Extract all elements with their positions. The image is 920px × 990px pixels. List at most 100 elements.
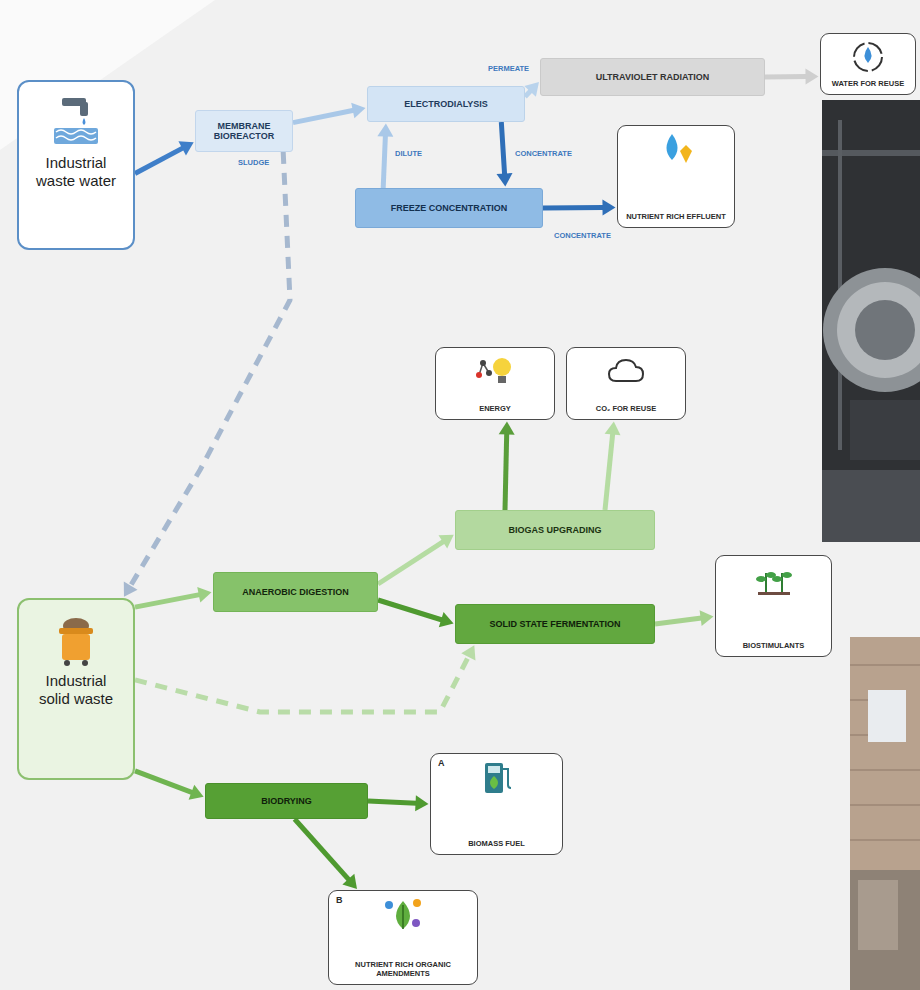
molecule-atom bbox=[486, 370, 492, 376]
water-drop bbox=[83, 118, 86, 125]
plant-leaf bbox=[756, 576, 766, 582]
node-label: ELECTRODIALYSIS bbox=[404, 99, 488, 109]
output-box: WATER FOR REUSE bbox=[820, 33, 916, 95]
process-box: ULTRAVIOLET RADIATION bbox=[540, 58, 765, 96]
photo-heap bbox=[858, 880, 898, 950]
corner-letter: A bbox=[438, 758, 445, 769]
flow-arrow bbox=[135, 141, 194, 173]
bulb-base bbox=[498, 376, 506, 383]
flow-line bbox=[378, 541, 444, 584]
molecule-atom bbox=[480, 360, 486, 366]
energy-icon bbox=[475, 353, 515, 389]
fuel-leaf bbox=[490, 776, 498, 789]
process-box: BIOGAS UPGRADING bbox=[455, 510, 655, 550]
pump-hose bbox=[503, 769, 511, 788]
co2-cloud-icon bbox=[606, 353, 646, 389]
edge-label: CONCENTRATE bbox=[513, 148, 574, 159]
arrow-head bbox=[197, 587, 211, 603]
nutrient-dot bbox=[412, 919, 420, 927]
process-box: MEMBRANE BIOREACTOR bbox=[195, 110, 293, 152]
flow-line bbox=[293, 110, 354, 122]
photo-wall bbox=[850, 637, 920, 990]
flow-arrow bbox=[378, 600, 454, 627]
water-wave bbox=[56, 130, 96, 134]
node-label: NUTRIENT RICH ORGANIC AMENDMENTS bbox=[333, 960, 473, 978]
arrow-head bbox=[700, 610, 714, 626]
water-drop bbox=[865, 47, 872, 63]
photo-pipe bbox=[838, 120, 842, 450]
process-box: BIODRYING bbox=[205, 783, 368, 819]
node-label: WATER FOR REUSE bbox=[832, 79, 904, 88]
arrow-head bbox=[805, 69, 818, 85]
node-label: BIODRYING bbox=[261, 796, 312, 806]
corner-letter: B bbox=[336, 895, 343, 906]
flow-arrow bbox=[135, 645, 475, 712]
molecule-atom bbox=[476, 372, 482, 378]
photo-window bbox=[868, 690, 906, 742]
flow-arrow bbox=[293, 103, 366, 123]
organic-amendment-icon bbox=[383, 896, 423, 932]
flow-arrow bbox=[135, 771, 204, 800]
bin-wheel bbox=[82, 660, 88, 666]
process-box: ANAEROBIC DIGESTION bbox=[213, 572, 378, 612]
arrow-head bbox=[524, 82, 539, 97]
nutrient-crystal bbox=[680, 145, 692, 163]
flow-line bbox=[130, 152, 290, 586]
flow-arrow bbox=[499, 421, 515, 510]
edge-label: DILUTE bbox=[393, 148, 424, 159]
hall-photo bbox=[850, 637, 920, 990]
water-wave bbox=[56, 136, 96, 140]
node-label: BIOSTIMULANTS bbox=[743, 641, 805, 650]
node-label: CO₂ FOR REUSE bbox=[596, 404, 656, 413]
arrow-head bbox=[351, 103, 365, 119]
source-box: Industrial waste water bbox=[17, 80, 135, 250]
node-label: MEMBRANE BIOREACTOR bbox=[204, 121, 284, 142]
water-body bbox=[54, 128, 98, 144]
solid-waste-icon bbox=[48, 610, 104, 666]
bin-lid bbox=[59, 628, 93, 634]
flow-line bbox=[135, 595, 200, 608]
flow-arrow bbox=[124, 152, 290, 597]
arrow-head bbox=[415, 795, 428, 811]
arrow-head bbox=[605, 421, 621, 435]
process-box: FREEZE CONCENTRATION bbox=[355, 188, 543, 228]
process-box: ELECTRODIALYSIS bbox=[367, 86, 525, 122]
photo-tank-hatch bbox=[855, 300, 915, 360]
flow-arrow bbox=[765, 69, 819, 85]
arrow-head bbox=[499, 421, 515, 434]
water-drop bbox=[667, 134, 678, 160]
faucet-spout bbox=[80, 102, 88, 116]
photo-floor bbox=[850, 870, 920, 990]
flow-line bbox=[765, 74, 807, 80]
flow-line bbox=[135, 656, 469, 712]
arrow-head bbox=[124, 581, 138, 596]
flow-arrow bbox=[605, 421, 621, 510]
output-box: ENERGY bbox=[435, 347, 555, 420]
node-label: BIOMASS FUEL bbox=[468, 839, 525, 848]
flow-line bbox=[505, 434, 507, 511]
node-label: BIOGAS UPGRADING bbox=[508, 525, 601, 535]
flow-line bbox=[378, 600, 442, 620]
flow-line bbox=[295, 819, 349, 880]
effluent-icon bbox=[656, 131, 696, 167]
water-reuse-icon bbox=[848, 39, 888, 75]
arrow-head bbox=[178, 141, 193, 155]
plant-leaf bbox=[772, 576, 782, 582]
flow-arrow bbox=[543, 200, 616, 216]
source-box: Industrial solid waste bbox=[17, 598, 135, 780]
arrow-head bbox=[497, 173, 513, 186]
edge-label: SLUDGE bbox=[236, 157, 271, 168]
arrow-head bbox=[439, 612, 454, 627]
soil bbox=[758, 592, 790, 595]
node-label: Industrial solid waste bbox=[29, 672, 123, 708]
arrow-head bbox=[377, 123, 393, 136]
node-label: FREEZE CONCENTRATION bbox=[391, 203, 507, 213]
flow-line bbox=[605, 433, 613, 510]
photo-base bbox=[850, 400, 920, 460]
flow-line bbox=[501, 122, 504, 175]
node-label: Industrial waste water bbox=[29, 154, 123, 190]
bin-wheel bbox=[64, 660, 70, 666]
photo-mortar bbox=[850, 665, 920, 840]
flow-line bbox=[135, 148, 183, 174]
